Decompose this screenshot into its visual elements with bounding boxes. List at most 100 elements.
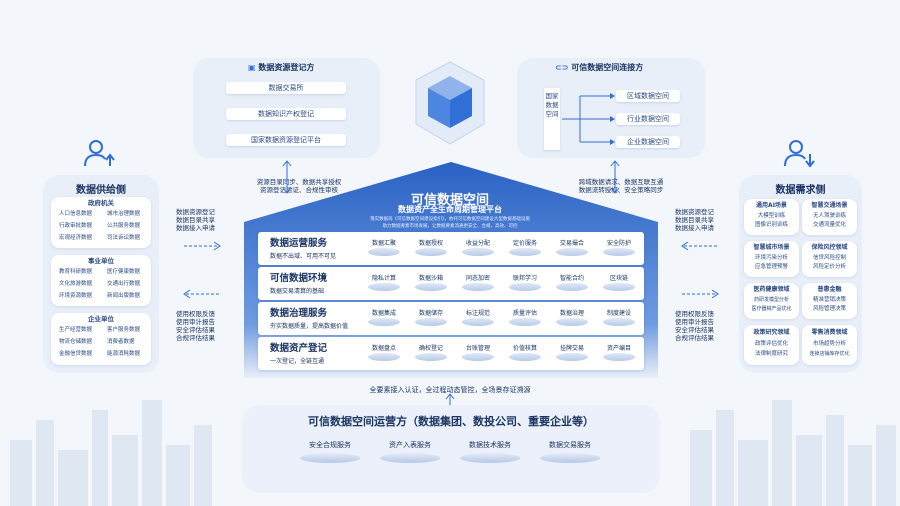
registrar-item: 数据知识产权登记: [226, 108, 346, 120]
connector-title: ⊂⊃ 可信数据空间连接方: [555, 63, 644, 72]
supply-item: 宏观经济数据: [59, 235, 93, 241]
right-arrow-right: [682, 289, 719, 299]
supply-item: 人口信息数据: [59, 211, 93, 217]
supply-panel: 数据供给侧 政府机关 人口信息数据 城市治理数据 行政审批数据 公共服务数据 宏…: [43, 175, 159, 373]
layer-chip: 安全防护: [599, 235, 639, 261]
platform-layer: 可信数据环境 数据交易清算的基础 隐私计算 数据沙箱 同态加密 联邦学习 智能合…: [258, 267, 644, 300]
connector-vertical-label: 国家数据空间: [544, 88, 560, 150]
operator-service: 数据技术服务: [450, 440, 530, 464]
layer-chip: 隐私计算: [364, 270, 404, 296]
layer-chip: 定价服务: [505, 235, 545, 261]
user-download-icon: [783, 138, 817, 168]
left-flow-text-bottom: 使用权限反馈 使用审计报告 安全评估结果 合规评估结果: [176, 310, 215, 342]
supply-group: 政府机关 人口信息数据 城市治理数据 行政审批数据 公共服务数据 宏观经济数据 …: [51, 197, 151, 248]
demand-group: 普惠金融精准营销决策风险管理决策: [802, 283, 857, 319]
demand-group: 零售消费领域市场趋势分析连锁店铺库存优化: [802, 325, 857, 365]
operator-service: 安全合规服务: [290, 440, 370, 464]
supply-item: 金融信贷数据: [59, 351, 93, 357]
supply-item: 文化旅游数据: [59, 281, 93, 287]
layer-chip: 价值核算: [505, 340, 545, 366]
left-flow-text-top: 数据资源登记 数据目录共享 数据接入申请: [176, 208, 215, 232]
operator-up-arrow: [445, 393, 455, 406]
layer-chip: 质量评估: [505, 305, 545, 331]
right-flow-text-top: 数据资源登记 数据目录共享 数据接入申请: [675, 208, 714, 232]
layer-chip: 台账管理: [458, 340, 498, 366]
layer-chip: 联邦学习: [505, 270, 545, 296]
supply-item: 新闻出版数据: [107, 293, 141, 299]
left-arrow-left: [183, 289, 220, 299]
supply-item: 司法诉讼数据: [107, 235, 141, 241]
connector-branch-lines: [562, 93, 615, 145]
supply-item: 交通出行数据: [107, 281, 141, 287]
registrar-item: 国家数据资源登记平台: [226, 134, 346, 146]
layer-chip: 数据授权: [411, 235, 451, 261]
layer-chip: 数据汇聚: [364, 235, 404, 261]
supply-title: 数据供给侧: [76, 185, 126, 196]
connector-item: 行业数据空间: [616, 113, 680, 125]
top-left-flow-text: 资源目录同步、数据共享授权 资源登记验证、合规性审核: [256, 178, 342, 194]
demand-group: 智慧城市场景环境污染分析应急管理预警: [744, 241, 799, 277]
supply-group: 企业单位 生产经营数据 客户服务数据 物流仓储数据 消费者数据 金融信贷数据 能…: [51, 313, 151, 365]
right-arrow-left: [681, 241, 718, 251]
supply-item: 医疗健康数据: [107, 269, 141, 275]
connector-item: 区域数据空间: [616, 90, 680, 102]
platform-footer-text: 全要素接入认证，全过程动态管控，全场景存证溯源: [369, 386, 531, 394]
platform-layer: 数据运营服务 数据不出域、可用不可见 数据汇聚 数据授权 收益分配 定价服务 交…: [258, 232, 644, 265]
layer-chip: 数据储存: [411, 305, 451, 331]
connector-panel: ⊂⊃ 可信数据空间连接方 国家数据空间 区域数据空间 行业数据空间 企业数据空间: [517, 58, 705, 158]
supply-group-name: 企业单位: [88, 315, 114, 323]
layer-chip: 挂牌交易: [552, 340, 592, 366]
platform-title: 可信数据空间: [410, 193, 489, 208]
layer-chip: 收益分配: [458, 235, 498, 261]
cube-icon: [415, 61, 485, 145]
layer-chip: 数据治理: [552, 305, 592, 331]
supply-item: 公共服务数据: [107, 223, 141, 229]
layer-chip: 数据沙箱: [411, 270, 451, 296]
demand-group: 通用AI场景大模型训练图像识别训练: [744, 199, 799, 235]
top-right-flow-text: 跨域数据请求、数据互联互通 数据流转授权、安全策略同步: [578, 178, 664, 194]
platform-subtitle: 数据资产全生命周期管理平台: [398, 205, 502, 214]
layer-chip: 确权登记: [411, 340, 451, 366]
supply-item: 环境资源数据: [59, 293, 93, 299]
registrar-item: 数据交易所: [226, 82, 346, 94]
supply-group-name: 事业单位: [88, 257, 114, 265]
layer-chip: 同态加密: [458, 270, 498, 296]
layer-chip: 制度建设: [599, 305, 639, 331]
platform-description: 落实数据局《可信数据空间建设指引》，依托可信数据空间建设大型数据基础设施 助力数…: [370, 217, 530, 229]
user-upload-icon: [83, 138, 117, 168]
supply-item: 消费者数据: [107, 339, 135, 345]
layer-chip: 数据盘点: [364, 340, 404, 366]
layer-chip: 资产编目: [599, 340, 639, 366]
demand-group: 医药健康领域药研发模型分析医疗器械产品优化: [744, 283, 799, 319]
demand-group: 智慧交通场景无人驾驶训练交通流量优化: [802, 199, 857, 235]
supply-item: 物流仓储数据: [59, 339, 93, 345]
right-flow-text-bottom: 使用权限反馈 使用审计报告 安全评估结果 合规评估结果: [675, 310, 714, 342]
demand-panel: 数据需求侧 通用AI场景大模型训练图像识别训练 智慧交通场景无人驾驶训练交通流量…: [739, 175, 862, 373]
operator-service: 资产入表服务: [370, 440, 450, 464]
city-skyline-background: [10, 400, 896, 506]
document-icon: ▣: [248, 63, 256, 72]
demand-group: 保险风控领域信贷风险控制风险定价分析: [802, 241, 857, 277]
link-icon: ⊂⊃: [555, 63, 569, 72]
supply-group: 事业单位 教育科研数据 医疗健康数据 文化旅游数据 交通出行数据 环境资源数据 …: [51, 255, 151, 306]
platform-layer: 数据治理服务 夯实数据质量，提高数据价值 数据集成 数据储存 标注规范 质量评估…: [258, 302, 644, 335]
supply-item: 客户服务数据: [107, 327, 141, 333]
registrar-panel: ▣ 数据资源登记方 数据交易所 数据知识产权登记 国家数据资源登记平台: [193, 58, 380, 158]
supply-item: 生产经营数据: [59, 327, 93, 333]
operator-title: 可信数据空间运营方（数据集团、数投公司、重要企业等）: [308, 415, 594, 428]
layer-chip: 区块链: [599, 270, 639, 296]
operator-panel: [242, 405, 660, 493]
platform-layer: 数据资产登记 一次登记，全链互通 数据盘点 确权登记 台账管理 价值核算 挂牌交…: [258, 337, 644, 370]
left-arrow-right: [184, 241, 221, 251]
supply-group-name: 政府机关: [88, 199, 114, 207]
top-left-arrow: [282, 160, 292, 194]
top-right-arrow: [610, 160, 620, 194]
connector-item: 企业数据空间: [616, 136, 680, 148]
layer-chip: 交易撮合: [552, 235, 592, 261]
demand-title: 数据需求侧: [775, 185, 826, 196]
registrar-title: ▣ 数据资源登记方: [248, 63, 315, 72]
layer-chip: 数据集成: [364, 305, 404, 331]
operator-service: 数据交易服务: [530, 440, 610, 464]
layer-chip: 智能合约: [552, 270, 592, 296]
supply-item: 能源消耗数据: [107, 351, 141, 357]
